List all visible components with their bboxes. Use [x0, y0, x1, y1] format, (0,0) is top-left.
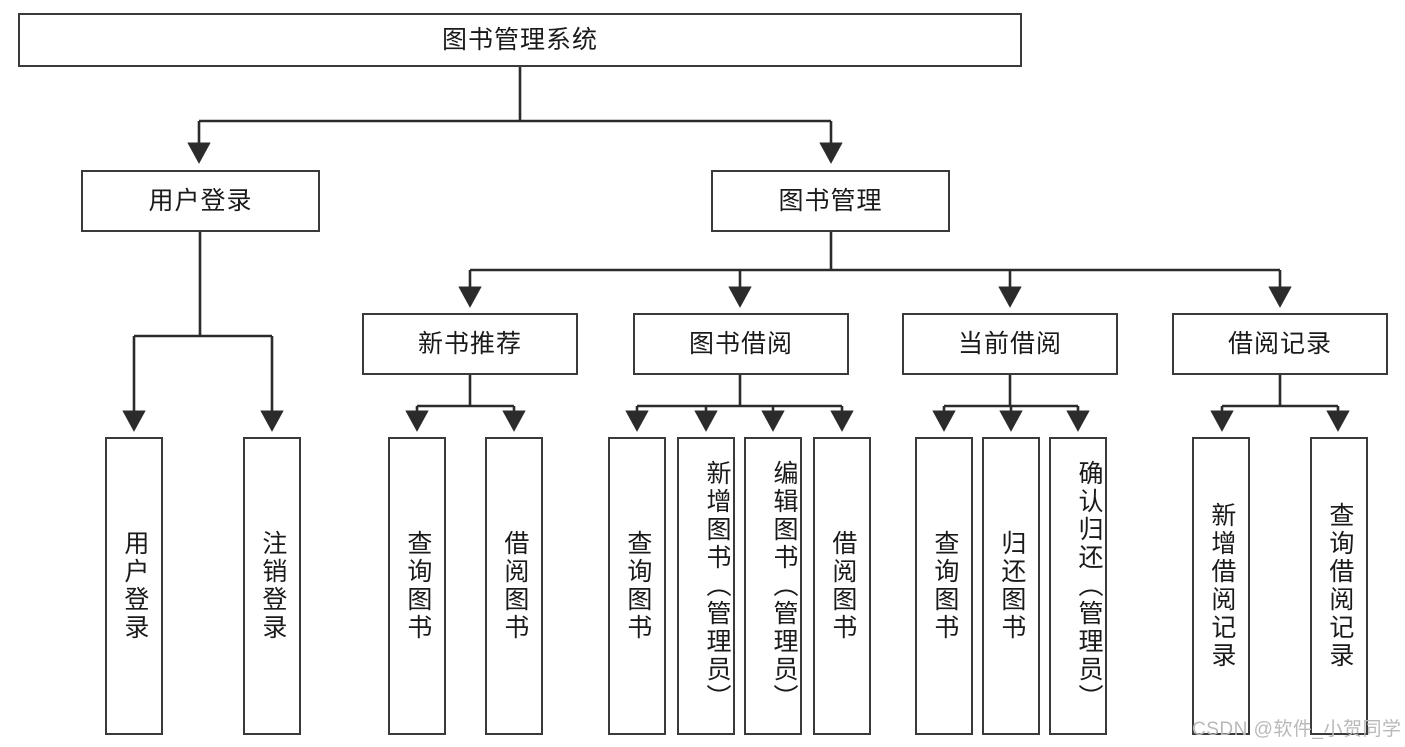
node-root-system[interactable]: 图书管理系统: [18, 13, 1022, 67]
node-new-book-recommend[interactable]: 新书推荐: [362, 313, 578, 375]
node-label: 图书管理: [778, 187, 883, 215]
leaf-currentborrow-query-book[interactable]: 查询图书: [915, 437, 973, 735]
node-label: 图书借阅: [688, 330, 793, 358]
leaf-borrowrecord-query-record[interactable]: 查询借阅记录: [1310, 437, 1368, 735]
node-label: 用户登录: [148, 187, 253, 215]
node-label: 查询图书: [623, 530, 652, 642]
node-book-borrow[interactable]: 图书借阅: [633, 313, 849, 375]
node-label: 新增借阅记录: [1207, 502, 1236, 670]
node-label: 借阅图书: [828, 530, 857, 642]
leaf-currentborrow-return-book[interactable]: 归还图书: [982, 437, 1040, 735]
leaf-newbook-query-book[interactable]: 查询图书: [388, 437, 446, 735]
node-label: 归还图书: [997, 530, 1026, 642]
leaf-bookborrow-borrow-book[interactable]: 借阅图书: [813, 437, 871, 735]
node-label: 注销登录: [258, 530, 287, 642]
node-label: 图书管理系统: [441, 26, 598, 54]
node-borrow-record[interactable]: 借阅记录: [1172, 313, 1388, 375]
leaf-user-login[interactable]: 用户登录: [105, 437, 163, 735]
leaf-bookborrow-query-book[interactable]: 查询图书: [608, 437, 666, 735]
node-label: 查询图书: [930, 530, 959, 642]
node-label: 确认归还（管理员）: [1075, 460, 1103, 712]
node-label: 编辑图书（管理员）: [770, 460, 798, 712]
node-label: 新增图书（管理员）: [703, 460, 731, 712]
leaf-currentborrow-confirm-return-admin[interactable]: 确认归还（管理员）: [1049, 437, 1107, 735]
node-label: 用户登录: [120, 530, 149, 642]
node-user-login[interactable]: 用户登录: [81, 170, 320, 232]
node-label: 当前借阅: [957, 330, 1062, 358]
node-label: 查询借阅记录: [1325, 502, 1354, 670]
leaf-borrowrecord-add-record[interactable]: 新增借阅记录: [1192, 437, 1250, 735]
node-label: 借阅图书: [500, 530, 529, 642]
leaf-logout[interactable]: 注销登录: [243, 437, 301, 735]
node-label: 新书推荐: [417, 330, 522, 358]
leaf-newbook-borrow-book[interactable]: 借阅图书: [485, 437, 543, 735]
leaf-bookborrow-add-book-admin[interactable]: 新增图书（管理员）: [677, 437, 735, 735]
leaf-bookborrow-edit-book-admin[interactable]: 编辑图书（管理员）: [744, 437, 802, 735]
node-book-management[interactable]: 图书管理: [711, 170, 950, 232]
node-label: 借阅记录: [1227, 330, 1332, 358]
node-current-borrow[interactable]: 当前借阅: [902, 313, 1118, 375]
csdn-watermark: CSDN @软件_小贺同学: [1192, 719, 1402, 740]
node-label: 查询图书: [403, 530, 432, 642]
